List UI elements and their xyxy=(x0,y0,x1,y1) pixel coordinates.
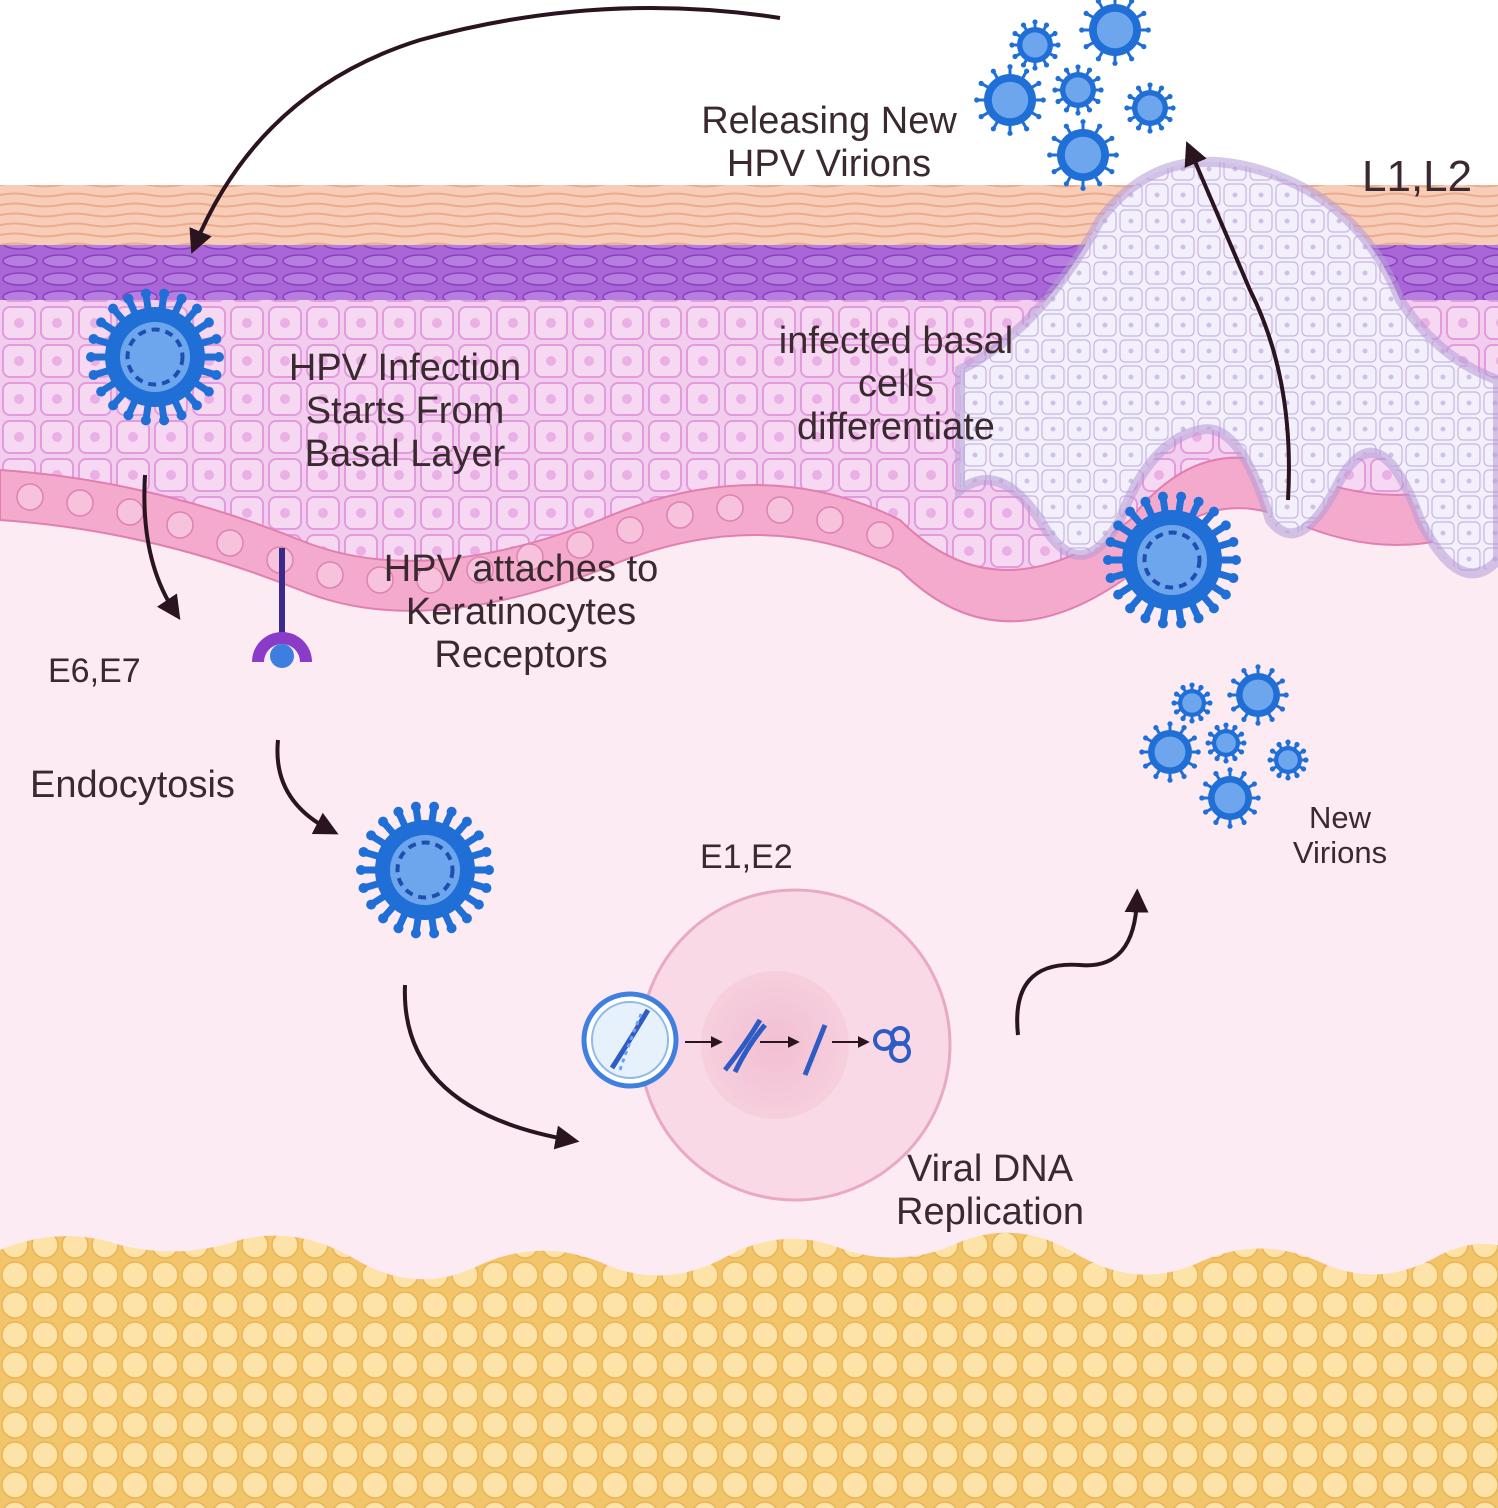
keratinocyte-receptor xyxy=(252,548,312,668)
late-genes-label: L1,L2 xyxy=(1362,152,1473,201)
arrow-endocytosis xyxy=(275,739,339,835)
dna-helix-icon xyxy=(723,1018,767,1074)
differentiate-label-line3: differentiate xyxy=(797,405,995,448)
attach-label: HPV attaches to Keratinocytes Receptors xyxy=(368,548,674,677)
virion-released-icon xyxy=(1052,64,1104,116)
replication-label-line1: Viral DNA xyxy=(906,1148,1074,1190)
virion-new-icon xyxy=(1267,739,1309,781)
dna-strand-icon xyxy=(802,1024,828,1076)
virion-released-icon xyxy=(1009,19,1061,71)
virions xyxy=(86,0,1309,939)
dna-coil-icon xyxy=(873,1026,911,1063)
virion-large-icon xyxy=(356,801,494,939)
arrow-differentiation-up xyxy=(1184,141,1291,501)
arrow-release-to-surface xyxy=(189,5,781,254)
virion-new-icon xyxy=(1227,664,1289,726)
releasing-label-line2: HPV Virions xyxy=(726,142,932,185)
arrow-to-replication xyxy=(402,984,580,1150)
differentiate-label: infected basal cells differentiate xyxy=(762,320,1030,449)
e1e2-label: E1,E2 xyxy=(700,838,793,876)
arrow-to-new-virions xyxy=(1015,888,1149,1036)
new-virions-label-line2: Virions xyxy=(1292,835,1388,871)
virion-new-icon xyxy=(1205,722,1247,764)
arrow-infection-to-e6e7 xyxy=(142,474,181,620)
new-virions-label-line1: New xyxy=(1308,800,1371,835)
differentiate-label-line1: infected basal xyxy=(778,320,1014,362)
virion-large-icon xyxy=(86,288,224,426)
differentiate-label-line2: cells xyxy=(857,362,935,405)
subcutaneous-fat xyxy=(0,1232,1498,1508)
infection-label-line2: Starts From xyxy=(305,389,505,432)
releasing-label-line1: Releasing New xyxy=(701,100,957,142)
infection-label: HPV Infection Starts From Basal Layer xyxy=(275,347,535,476)
attach-label-line2: Keratinocytes xyxy=(405,590,637,633)
virion-released-icon xyxy=(1124,82,1176,134)
attach-label-line1: HPV attaches to xyxy=(383,548,659,590)
virion-released-icon xyxy=(1079,0,1151,66)
virion-new-icon xyxy=(1199,767,1261,829)
replication-label: Viral DNA Replication xyxy=(882,1148,1098,1234)
host-nucleus xyxy=(701,971,849,1119)
replication-label-line2: Replication xyxy=(896,1190,1084,1233)
virion-new-icon xyxy=(1171,682,1213,724)
virion-large-icon xyxy=(1103,491,1241,629)
attach-label-line3: Receptors xyxy=(434,633,608,676)
virus-membrane-icon xyxy=(581,991,679,1089)
e6e7-label: E6,E7 xyxy=(48,652,141,690)
virion-new-icon xyxy=(1139,721,1201,783)
virion-released-icon xyxy=(974,64,1046,136)
new-virions-label: New Virions xyxy=(1280,800,1400,870)
endocytosis-label: Endocytosis xyxy=(30,764,235,806)
infection-label-line1: HPV Infection xyxy=(288,347,522,389)
releasing-label: Releasing New HPV Virions xyxy=(690,100,968,186)
infection-label-line3: Basal Layer xyxy=(304,432,506,475)
virion-released-icon xyxy=(1047,119,1119,191)
